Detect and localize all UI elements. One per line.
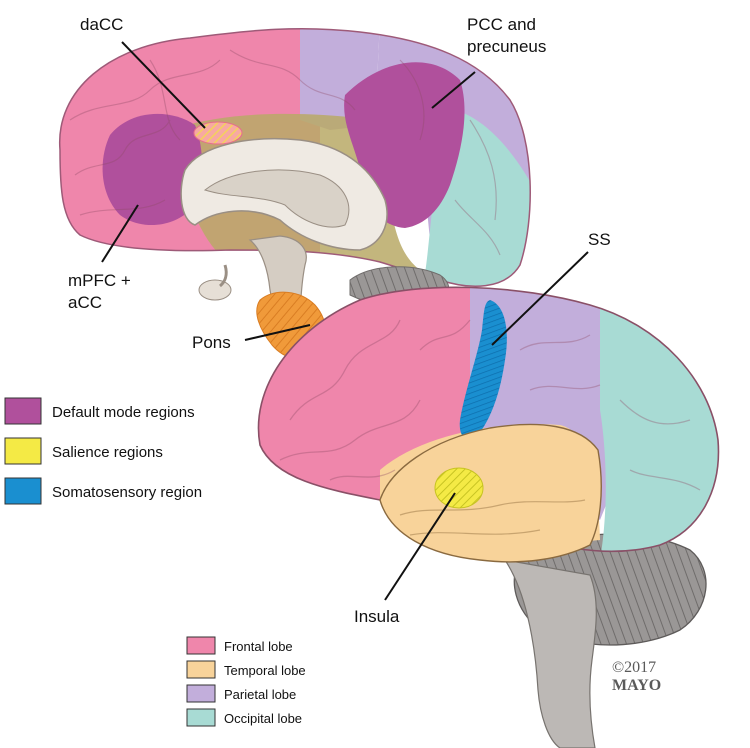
leader-lines [101,41,589,601]
thalamus [203,169,350,228]
legend-swatch-default-mode [4,397,42,425]
pcc-label-line2: precuneus [467,37,546,56]
legend-label-occipital: Occipital lobe [224,711,302,726]
pcc-leader [431,71,476,109]
legend-swatch-frontal [186,636,216,655]
pons-label: Pons [192,333,231,352]
insula-region [434,467,484,509]
medial-brain-outline [59,27,531,287]
lateral-occipital-lobe [600,300,719,552]
function-legend: Default mode regions Salience regions So… [4,397,202,505]
ss-leader [491,251,589,346]
temporal-lobe-body [379,423,602,563]
legend-swatch-somatosensory [4,477,42,505]
legend-label-somatosensory: Somatosensory region [52,484,202,501]
legend-label-default-mode: Default mode regions [52,404,195,421]
insula-leader [384,492,456,601]
mpfc-leader [101,204,139,263]
copyright-year: ©2017 [612,659,656,676]
legend-label-temporal: Temporal lobe [224,663,306,678]
dacc-region [193,121,243,145]
insula-label: Insula [354,607,400,626]
dacc-leader [121,41,206,129]
copyright-mayo: MAYO [612,677,661,694]
pituitary [198,279,232,301]
legend-swatch-occipital [186,708,216,727]
dacc-label: daCC [80,15,123,34]
ss-label: SS [588,230,611,249]
lobe-legend: Frontal lobe Temporal lobe Parietal lobe… [186,636,306,727]
legend-swatch-temporal [186,660,216,679]
legend-swatch-parietal [186,684,216,703]
lateral-brainstem [503,559,597,748]
pcc-label-line1: PCC and [467,15,536,34]
legend-swatch-salience [4,437,42,465]
pons-leader [244,324,311,341]
legend-label-frontal: Frontal lobe [224,639,293,654]
somatosensory-region [459,300,507,440]
mpfc-label-line2: aCC [68,293,102,312]
mpfc-acc-region [102,113,202,226]
mpfc-label-line1: mPFC + [68,271,131,290]
legend-label-salience: Salience regions [52,444,163,461]
legend-label-parietal: Parietal lobe [224,687,296,702]
